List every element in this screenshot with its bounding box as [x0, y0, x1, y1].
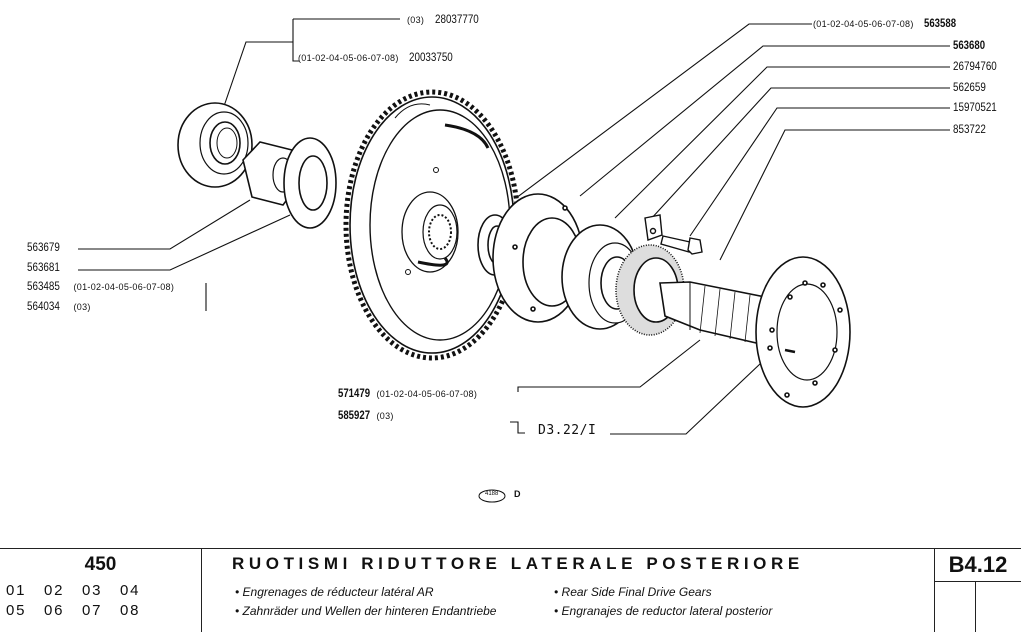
leader-26794760 — [614, 66, 950, 219]
leader-563679 — [78, 199, 251, 250]
callout-top-1: (03) 28037770 — [407, 10, 488, 28]
figure-id-oval — [478, 489, 506, 503]
callout-right-3: 26794760 — [953, 57, 1006, 75]
leader-563681 — [78, 214, 291, 271]
version: 07 — [82, 602, 103, 619]
part-number: 571479 — [338, 386, 371, 400]
leader-563588 — [499, 23, 812, 211]
ball-bearing-left — [177, 102, 253, 188]
part-number: 853722 — [953, 122, 986, 136]
leader-15970521 — [689, 107, 950, 237]
callout-left-1: 563679 — [27, 238, 67, 256]
callout-variants: (01-02-04-05-06-07-08) — [376, 389, 478, 399]
part-number: 563679 — [27, 240, 60, 254]
figure-id: 4188 — [485, 491, 499, 497]
leader-lines — [78, 18, 950, 435]
title-column: RUOTISMI RIDUTTORE LATERALE POSTERIORE •… — [201, 549, 935, 632]
divider — [935, 581, 1021, 582]
model-number: 450 — [84, 554, 117, 575]
callout-variants: (01-02-04-05-06-07-08) — [298, 53, 399, 63]
callout-variants: (03) — [376, 411, 394, 421]
part-number: 563680 — [953, 38, 986, 52]
version: 04 — [120, 582, 141, 599]
version: 03 — [82, 582, 103, 599]
callout-variants: (01-02-04-05-06-07-08) — [813, 19, 914, 29]
leader-563680 — [579, 45, 950, 197]
divider — [975, 581, 976, 632]
callout-bottom-1: 571479 (01-02-04-05-06-07-08) — [338, 384, 477, 402]
callout-top-2: (01-02-04-05-06-07-08) 20033750 — [298, 48, 463, 66]
callout-variants: (03) — [73, 302, 91, 312]
output-flange — [755, 256, 851, 408]
leader-bearing-left — [221, 41, 293, 113]
title-block: 450 01 02 03 04 05 06 07 08 RUOTISMI RIDUTTORE… — [0, 548, 1021, 632]
version: 05 — [6, 602, 27, 619]
subtitle-fr: • Engrenages de réducteur latéral AR — [235, 585, 434, 599]
part-number: 26794760 — [953, 59, 997, 73]
subtitle-de: • Zahnräder und Wellen der hinteren Enda… — [235, 604, 497, 618]
subtitle-en: • Rear Side Final Drive Gears — [554, 585, 712, 599]
version: 08 — [120, 602, 141, 619]
bolt — [660, 235, 703, 255]
leader-562659 — [649, 87, 950, 221]
part-number: 20033750 — [409, 50, 453, 64]
model-column: 450 01 02 03 04 05 06 07 08 — [0, 549, 201, 632]
part-number: 563485 — [27, 279, 60, 293]
callout-variants: (03) — [407, 15, 425, 25]
callout-right-2: 563680 — [953, 36, 993, 54]
part-number: 15970521 — [953, 100, 997, 114]
drawing-reference: D3.22/I — [538, 423, 597, 438]
page-code: B4.12 — [948, 552, 1008, 577]
versions-row-2: 05 06 07 08 — [6, 602, 158, 619]
spur-gear — [343, 89, 521, 361]
page-title: RUOTISMI RIDUTTORE LATERALE POSTERIORE — [232, 554, 804, 573]
callout-right-5: 15970521 — [953, 98, 1006, 116]
part-number: 28037770 — [434, 12, 479, 26]
callout-left-4: 564034 (03) — [27, 297, 91, 315]
callout-right-6: 853722 — [953, 120, 993, 138]
callout-bottom-2: 585927 (03) — [338, 406, 394, 424]
version: 01 — [6, 582, 27, 599]
callout-right-1: (01-02-04-05-06-07-08) 563588 — [813, 14, 964, 32]
version: 02 — [44, 582, 65, 599]
lock-plate — [644, 214, 663, 241]
leader-571479 — [517, 339, 701, 392]
page-code-column: B4.12 — [935, 549, 1021, 632]
leader-ref — [610, 344, 781, 435]
subtitle-es: • Engranajes de reductor lateral posteri… — [554, 604, 773, 618]
exploded-parts-drawing — [78, 18, 950, 503]
splined-shaft — [659, 281, 771, 346]
figure-suffix: D — [514, 489, 521, 499]
callout-right-4: 562659 — [953, 78, 993, 96]
callout-left-3: 563485 (01-02-04-05-06-07-08) — [27, 277, 174, 295]
part-number: 562659 — [953, 80, 986, 94]
versions-row-1: 01 02 03 04 — [6, 582, 158, 599]
leader-853722 — [719, 129, 950, 261]
version: 06 — [44, 602, 65, 619]
callout-variants: (01-02-04-05-06-07-08) — [73, 282, 175, 292]
part-number: 563681 — [27, 260, 60, 274]
part-number: 585927 — [338, 408, 371, 422]
part-number: 563588 — [924, 16, 957, 30]
part-number: 564034 — [27, 299, 60, 313]
callout-left-2: 563681 — [27, 258, 67, 276]
thrust-washer — [283, 137, 337, 229]
leader-585927 — [510, 421, 525, 434]
